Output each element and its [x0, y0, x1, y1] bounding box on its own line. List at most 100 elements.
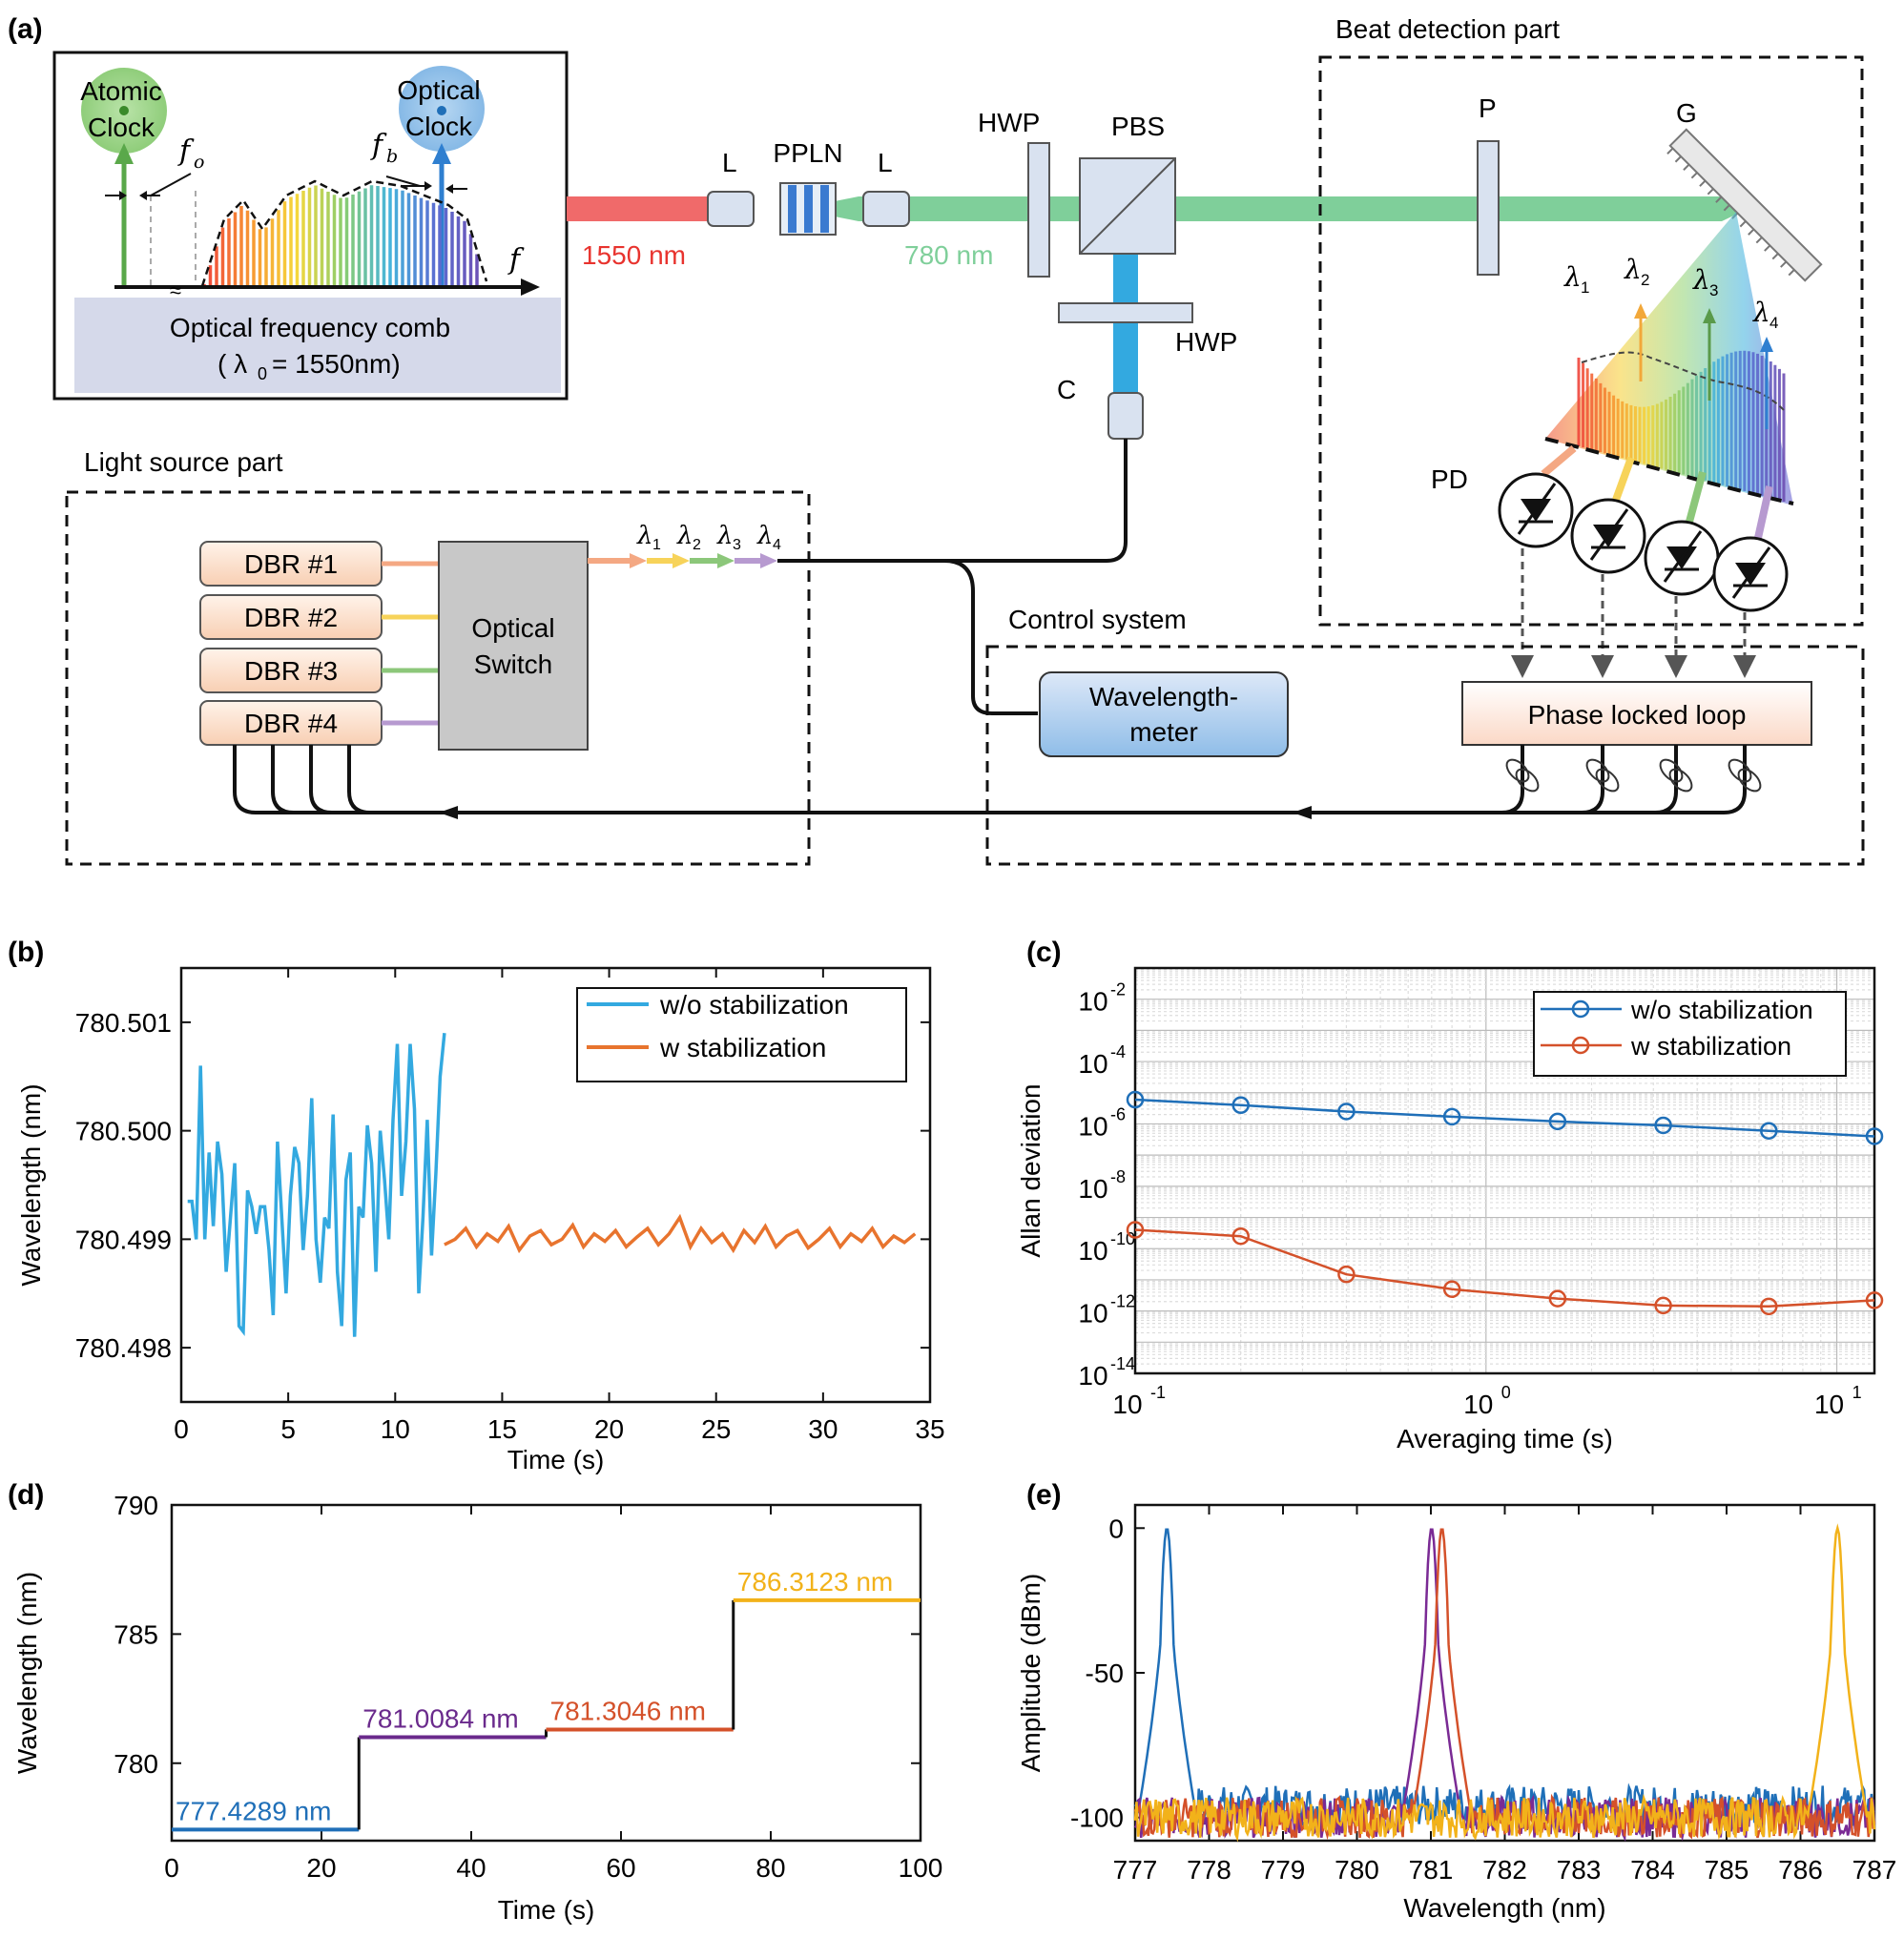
y-tick-label: 10 — [1078, 1361, 1107, 1391]
dbr-label: DBR #2 — [244, 603, 338, 632]
y-tick-label: 785 — [114, 1619, 158, 1649]
pll-wires — [1431, 745, 1762, 814]
photodiodes — [1498, 444, 1789, 678]
pd-beam — [1686, 470, 1707, 524]
svg-text:2: 2 — [1641, 271, 1649, 289]
comb-title: Optical frequency comb — [170, 313, 450, 342]
plot-frame — [170, 1503, 922, 1843]
y-tick-label: 10 — [1078, 1049, 1107, 1079]
x-tick-label: 30 — [808, 1414, 838, 1444]
svg-text:λ: λ — [1692, 264, 1710, 296]
control-system-title: Control system — [1008, 605, 1187, 634]
x-axis-label: Time (s) — [498, 1895, 595, 1925]
y-tick-exp: -8 — [1110, 1167, 1126, 1186]
svg-text:λ: λ — [676, 522, 693, 550]
y-tick-exp: -12 — [1110, 1292, 1135, 1311]
pll-wire — [1431, 745, 1747, 814]
light-source-box — [65, 490, 811, 866]
link-icon — [1728, 758, 1752, 783]
plot-frame — [1133, 966, 1876, 1375]
x-tick-label: 10 — [381, 1414, 410, 1444]
x-tick-label: 15 — [487, 1414, 517, 1444]
spectrum-line — [1133, 1528, 1876, 1843]
series-line — [1134, 1098, 1875, 1138]
dbr-label: DBR #1 — [244, 549, 338, 579]
optical-clock-label-2: Clock — [405, 112, 473, 141]
x-tick-label: 783 — [1557, 1855, 1602, 1885]
series-marker — [1231, 1226, 1250, 1246]
x-tick-label: 5 — [280, 1414, 296, 1444]
series-line — [187, 1033, 446, 1337]
x-tick-exp: -1 — [1150, 1383, 1166, 1402]
x-tick-label: 35 — [915, 1414, 944, 1444]
legend-label: w stabilization — [1630, 1032, 1791, 1061]
link-icon — [1595, 768, 1620, 793]
wavemeter-label-1: Wavelength- — [1089, 682, 1238, 711]
svg-text:4: 4 — [1769, 314, 1778, 332]
pll-label: Phase locked loop — [1528, 700, 1747, 730]
atomic-clock-label-2: Clock — [88, 113, 155, 142]
feedback-arrow — [1293, 806, 1312, 819]
svg-text:3: 3 — [733, 537, 741, 553]
pd-beam — [1754, 485, 1773, 539]
svg-text:λ: λ — [636, 522, 652, 550]
x-tick-label: 782 — [1482, 1855, 1527, 1885]
y-tick-label: 780.499 — [75, 1225, 172, 1254]
step-label: 786.3123 nm — [737, 1567, 893, 1597]
legend-marker — [1571, 999, 1590, 1019]
comb-lambda-sub: 0 — [258, 364, 267, 383]
polarizer — [1477, 140, 1500, 276]
x-tick-label: 40 — [456, 1853, 486, 1883]
pbs-label: PBS — [1111, 112, 1165, 141]
x-tick-label: 20 — [594, 1414, 624, 1444]
grating-label: G — [1676, 98, 1697, 128]
svg-text:3: 3 — [1709, 281, 1718, 299]
switch-label-1: Optical — [471, 613, 554, 643]
series-marker — [1337, 1265, 1356, 1284]
series-line — [444, 1213, 917, 1254]
x-tick-label: 787 — [1852, 1855, 1897, 1885]
lens-2-label: L — [878, 148, 893, 177]
series-marker — [1442, 1107, 1461, 1126]
pd-label: PD — [1431, 464, 1468, 494]
feedback-wire — [233, 745, 1517, 814]
y-tick-label: 0 — [1108, 1514, 1124, 1543]
svg-text:λ: λ — [756, 522, 773, 550]
x-tick-label: 60 — [606, 1853, 635, 1883]
panel-label-a: (a) — [8, 13, 43, 45]
series-marker — [1548, 1289, 1567, 1308]
x-tick-label: 10 — [1463, 1390, 1493, 1419]
y-tick-label: 10 — [1078, 1236, 1107, 1266]
plot-frame — [179, 966, 932, 1404]
x-tick-label: 777 — [1113, 1855, 1158, 1885]
y-tick-label: 790 — [114, 1491, 158, 1520]
legend — [1533, 991, 1847, 1077]
series-marker — [1760, 1297, 1778, 1316]
lens-2 — [862, 191, 910, 227]
y-tick-label: 780.501 — [75, 1008, 172, 1038]
hwp-1-label: HWP — [978, 108, 1040, 137]
spectrum-line — [1133, 1528, 1876, 1841]
feedback-wire — [347, 745, 1517, 814]
legend-label: w/o stabilization — [1630, 996, 1813, 1024]
series-marker — [1337, 1102, 1356, 1121]
phase-locked-loop — [1461, 681, 1812, 746]
svg-text:1: 1 — [652, 537, 661, 553]
link-icon — [1659, 758, 1684, 783]
x-tick-label: 0 — [174, 1414, 189, 1444]
x-tick-label: 786 — [1778, 1855, 1823, 1885]
panel-label-e: (e) — [1026, 1479, 1062, 1511]
series-marker — [1548, 1112, 1567, 1131]
x-tick-label: 784 — [1630, 1855, 1675, 1885]
collimator — [1107, 392, 1144, 440]
x-tick-label: 780 — [1335, 1855, 1379, 1885]
switch-label-2: Switch — [474, 649, 552, 679]
y-tick-exp: -2 — [1110, 980, 1126, 999]
feedback-wire — [271, 745, 1517, 814]
svg-text:2: 2 — [693, 537, 701, 553]
y-tick-exp: -14 — [1110, 1354, 1135, 1373]
